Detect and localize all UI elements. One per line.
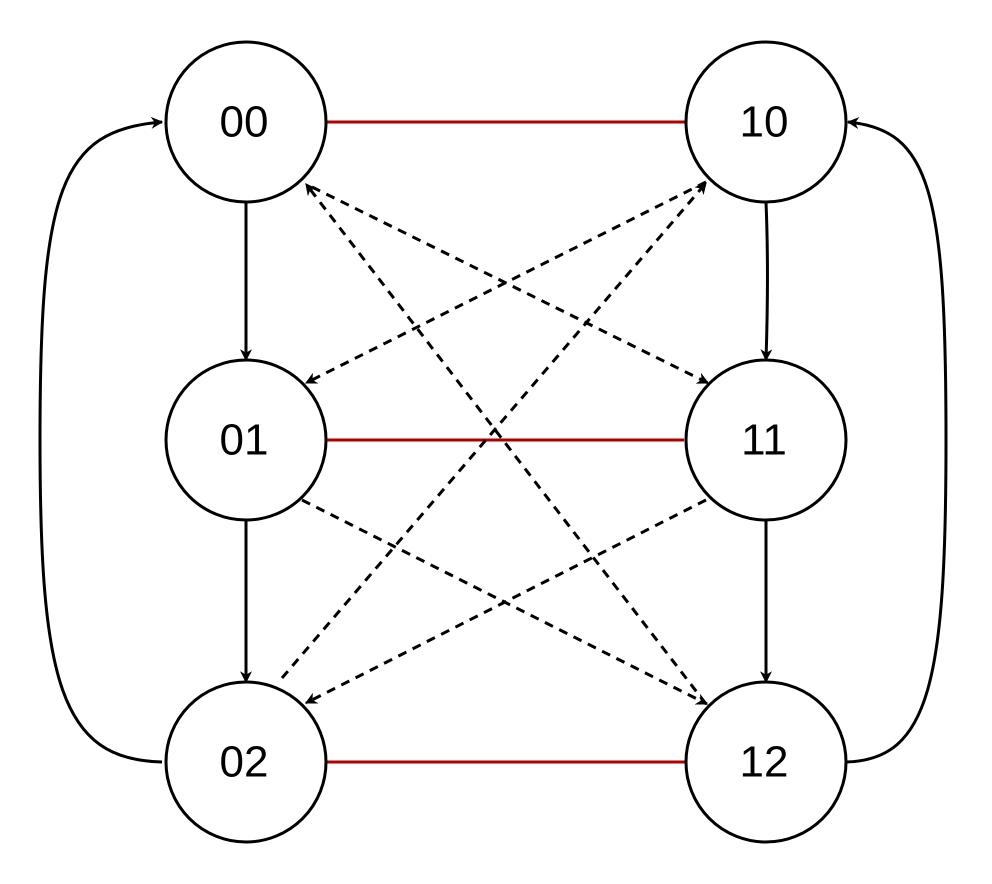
node-00-circle: [164, 40, 328, 204]
node-12: 12: [684, 680, 848, 844]
red-links: [324, 120, 686, 764]
dashed-arrows: [280, 180, 710, 706]
node-01-label: 01: [220, 416, 269, 465]
node-10-circle: [684, 40, 848, 204]
node-12-label: 12: [740, 738, 789, 787]
node-01: 01: [164, 358, 328, 522]
node-12-circle: [684, 680, 848, 844]
node-10-label: 10: [740, 98, 789, 147]
solid-arrows: [38, 116, 948, 764]
node-10: 10: [684, 40, 848, 204]
edge-11-to-02: [304, 498, 707, 705]
edge-00-to-11: [311, 185, 710, 385]
edge-02-to-10: [280, 182, 708, 679]
edge-12-to-00: [304, 183, 708, 705]
edge-10-to-01: [304, 180, 707, 385]
edge-12-to-10: [845, 117, 948, 764]
node-01-circle: [164, 358, 328, 522]
node-00-label: 00: [220, 98, 269, 147]
node-02-label: 02: [220, 738, 269, 787]
node-02: 02: [164, 680, 328, 844]
node-00: 00: [164, 40, 328, 204]
edge-10-to-11: [760, 201, 773, 362]
node-11-circle: [684, 358, 848, 522]
edge-02-to-00: [38, 116, 164, 764]
node-11-label: 11: [741, 416, 787, 465]
node-11: 11: [684, 358, 848, 522]
node-02-circle: [164, 680, 328, 844]
